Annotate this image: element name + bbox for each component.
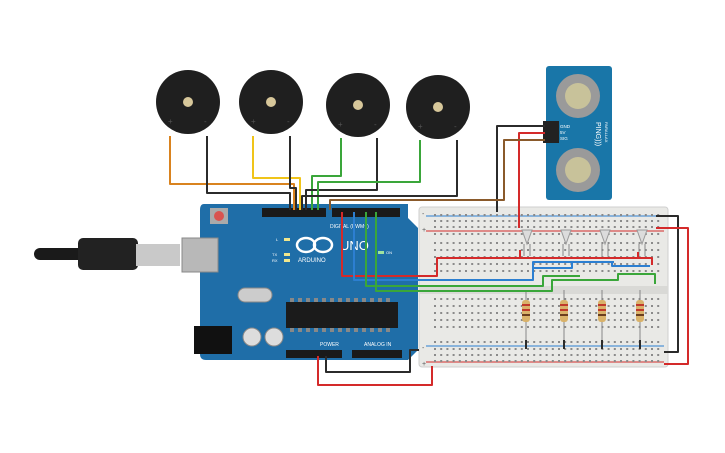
- wire-buzzer1-plus[interactable]: [169, 136, 295, 210]
- digital-pins-label: DIGITAL (PWM~): [330, 224, 369, 230]
- wire-buzzer2-plus[interactable]: [252, 136, 301, 210]
- wire-buzzer1-minus[interactable]: [206, 136, 291, 210]
- svg-text:-: -: [374, 120, 377, 129]
- resistor-array: [522, 290, 644, 340]
- wire-rail-plus-jumper[interactable]: [656, 227, 689, 365]
- tx-led-label: TX: [272, 252, 277, 257]
- analog-in-label: ANALOG IN: [364, 342, 392, 348]
- breadboard: - + - +: [418, 206, 669, 368]
- rail-plus-bottom: +: [422, 361, 426, 368]
- piezo-buzzer-1[interactable]: + -: [156, 70, 220, 134]
- wire-rail-minus-jumper[interactable]: [656, 215, 679, 353]
- wire-buzzer2-minus[interactable]: [289, 136, 297, 210]
- board-brand: ARDUINO: [298, 258, 326, 264]
- wire-led2-signal[interactable]: [353, 212, 650, 281]
- svg-text:-: -: [454, 122, 457, 131]
- wire-buzzer3-plus[interactable]: [311, 138, 342, 210]
- svg-text:+: +: [251, 117, 256, 126]
- rail-minus-top: -: [422, 211, 425, 218]
- sensor-brand: PARALLAX: [604, 122, 609, 143]
- wire-buzzer3-minus[interactable]: [305, 138, 378, 210]
- piezo-buzzer-2[interactable]: + -: [239, 70, 303, 134]
- led-3[interactable]: [599, 229, 611, 256]
- svg-text:+: +: [168, 117, 173, 126]
- resistor-3[interactable]: [598, 290, 606, 340]
- wire-led4-signal[interactable]: [375, 212, 656, 292]
- wire-led1-signal[interactable]: [341, 212, 653, 277]
- wire-sensor-sig[interactable]: [329, 139, 545, 210]
- svg-text:-: -: [204, 117, 207, 126]
- piezo-buzzer-3[interactable]: + -: [326, 73, 390, 137]
- arduino-logo-icon: [295, 236, 334, 254]
- sensor-pin-sig: SIG: [560, 136, 568, 141]
- wires: [169, 125, 689, 386]
- piezo-buzzer-4[interactable]: + -: [406, 75, 470, 139]
- rx-led-label: RX: [272, 258, 278, 263]
- resistor-4[interactable]: [636, 290, 644, 340]
- led-2[interactable]: [560, 229, 572, 256]
- wire-led-bus-blue[interactable]: [532, 261, 614, 268]
- resistor-2[interactable]: [560, 290, 568, 340]
- l-led-label: L: [276, 237, 279, 242]
- rail-plus-top: +: [422, 227, 426, 234]
- wire-led-bus-red[interactable]: [519, 250, 639, 259]
- power-label: POWER: [320, 342, 339, 348]
- on-led-label: ON: [386, 250, 392, 255]
- sensor-name: PING))): [594, 122, 601, 146]
- wire-arduino-5v-breadboard[interactable]: [317, 356, 433, 386]
- svg-text:-: -: [287, 117, 290, 126]
- wire-sensor-5v[interactable]: [518, 132, 545, 228]
- rail-minus-bottom: -: [422, 345, 425, 352]
- ping-ultrasonic-sensor[interactable]: GND 5V SIG PING))) PARALLAX: [543, 66, 612, 200]
- reset-button[interactable]: [214, 211, 224, 221]
- resistor-1[interactable]: [522, 290, 530, 340]
- arduino-uno-board: UNO ARDUINO DIGITAL (PWM~) POWER ANALOG …: [181, 204, 418, 360]
- wire-led3-signal[interactable]: [365, 212, 580, 287]
- led-1[interactable]: [521, 229, 533, 256]
- atmega-chip: [286, 302, 398, 328]
- svg-text:+: +: [418, 122, 423, 131]
- svg-text:+: +: [338, 120, 343, 129]
- sensor-pin-gnd: GND: [560, 124, 571, 129]
- usb-cable: [34, 238, 180, 270]
- wire-buzzer4-minus[interactable]: [301, 140, 458, 210]
- sensor-pin-5v: 5V: [560, 130, 566, 135]
- wire-sensor-gnd[interactable]: [496, 125, 545, 212]
- wire-arduino-gnd-breadboard[interactable]: [325, 349, 419, 373]
